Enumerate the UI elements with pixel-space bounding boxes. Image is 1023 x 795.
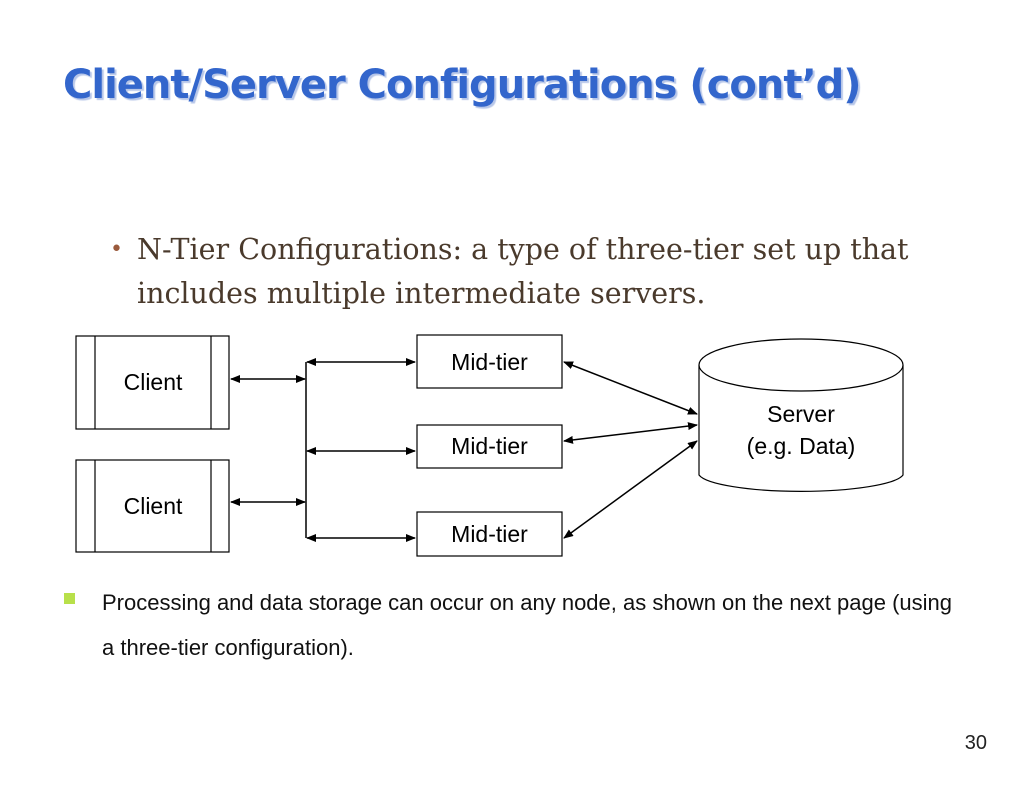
arrow-midtier2-server (563, 422, 698, 444)
bullet-processing: Processing and data storage can occur on… (62, 580, 962, 670)
client-label-1: Client (123, 369, 183, 395)
mid-tier-label-1: Mid-tier (451, 349, 528, 375)
server-label-line-2: (e.g. Data) (746, 433, 856, 459)
page-number: 30 (964, 732, 987, 754)
mid-tier-box-2 (416, 424, 563, 469)
mid-tier-box-3 (416, 511, 563, 557)
arrow-midtier3-server (563, 440, 698, 539)
client-box-1 (75, 335, 230, 430)
bullet-dot-icon: • (110, 237, 123, 262)
client-label-2: Client (123, 493, 183, 519)
bullet-ntier-text: N-Tier Configurations: a type of three-t… (137, 233, 909, 310)
arrow-midtier1-server (563, 361, 698, 415)
slide-title: Client/Server Configurations (cont’d) (63, 62, 862, 108)
mid-tier-box-1 (416, 334, 563, 389)
server-cylinder (698, 338, 904, 492)
mid-tier-label-3: Mid-tier (451, 521, 528, 547)
bullet-square-icon (64, 593, 75, 604)
bullet-ntier: • N-Tier Configurations: a type of three… (110, 228, 970, 316)
mid-tier-label-2: Mid-tier (451, 433, 528, 459)
client-box-2 (75, 459, 230, 553)
server-label-line-1: Server (767, 401, 835, 427)
bullet-processing-text: Processing and data storage can occur on… (102, 590, 953, 660)
